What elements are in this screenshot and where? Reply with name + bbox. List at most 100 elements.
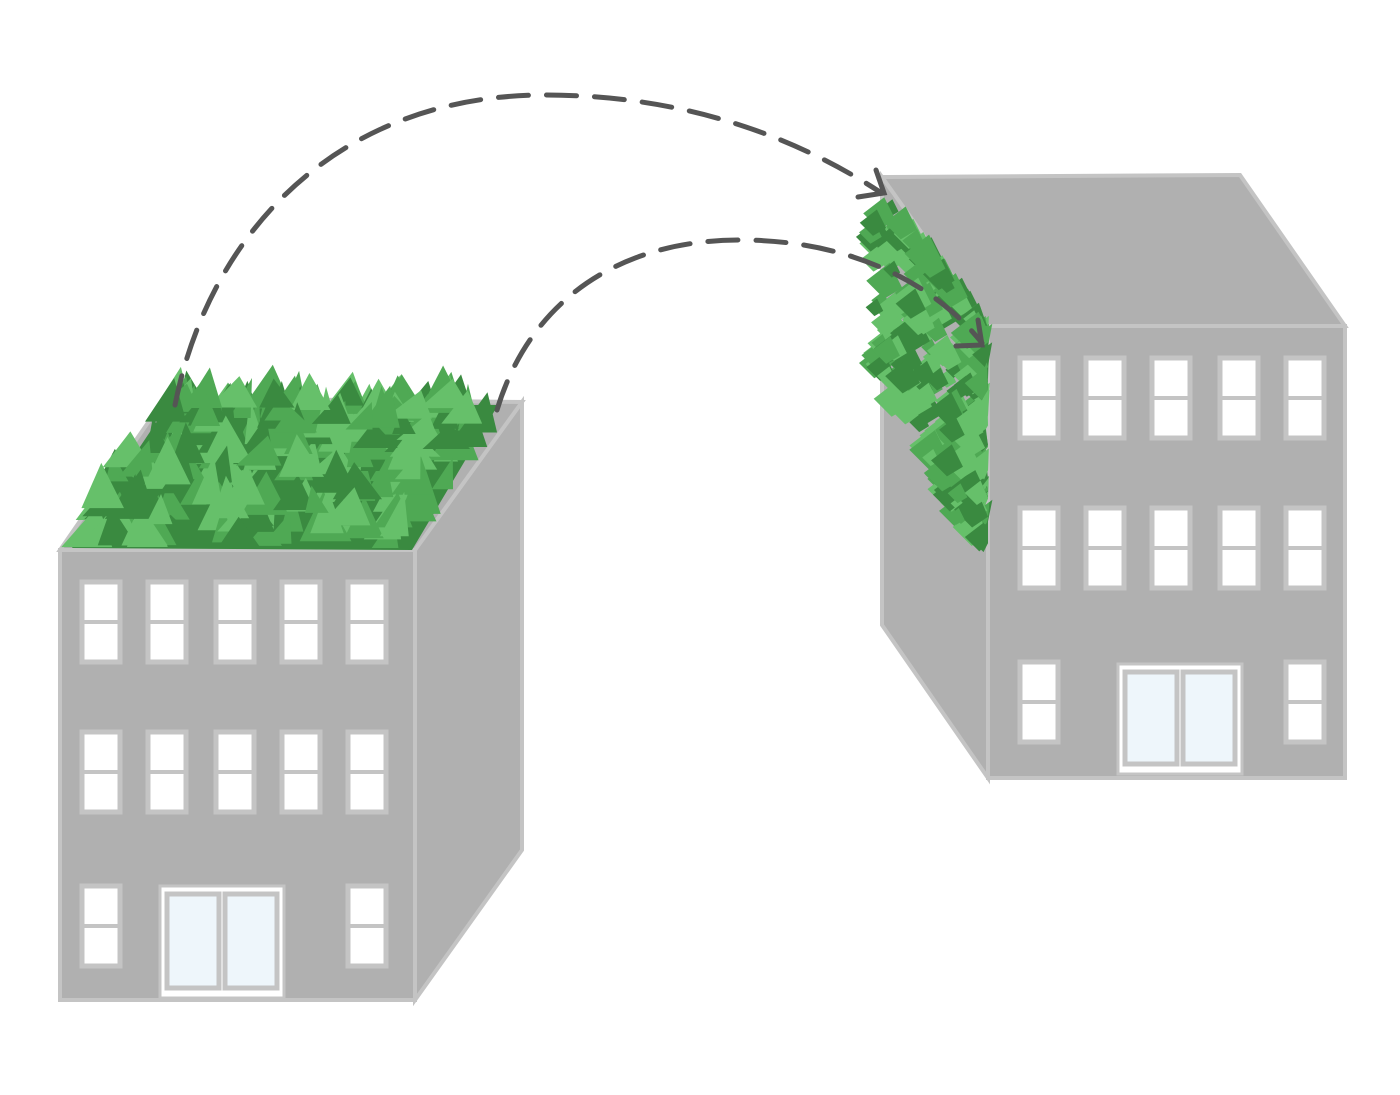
- window: [345, 883, 389, 969]
- double-door: [1116, 662, 1244, 776]
- window: [1149, 355, 1193, 441]
- door-panel: [1122, 669, 1180, 767]
- foliage-leaf: [931, 444, 963, 477]
- grass-blade: [431, 457, 454, 490]
- foliage-leaf: [911, 360, 936, 385]
- window: [213, 579, 257, 665]
- building-with-green-roof: [56, 364, 526, 1007]
- grass-blade: [289, 372, 331, 410]
- foliage-leaf: [871, 309, 898, 336]
- window: [345, 729, 389, 815]
- grass-blade: [211, 502, 233, 543]
- window: [79, 883, 123, 969]
- window: [1217, 505, 1261, 591]
- foliage-leaf: [865, 298, 884, 317]
- grass-blade: [345, 402, 373, 430]
- grass-blade: [146, 416, 170, 453]
- foliage-leaf: [912, 382, 938, 408]
- grass-blade: [398, 474, 437, 522]
- grass-blade: [81, 462, 125, 509]
- grass-blade: [279, 434, 325, 477]
- foliage-leaf: [923, 317, 948, 342]
- grass-blade: [317, 449, 357, 493]
- transfer-arrows: [172, 92, 985, 413]
- foliage-leaf: [964, 480, 988, 505]
- grass-blade: [272, 407, 318, 433]
- grass-blade: [118, 439, 153, 477]
- foliage-leaf: [965, 389, 990, 427]
- grass-blade: [422, 423, 471, 449]
- double-door: [158, 884, 286, 1000]
- window: [345, 579, 389, 665]
- door-panel: [164, 891, 222, 991]
- foliage-leaf: [925, 367, 949, 391]
- window: [145, 729, 189, 815]
- building-with-green-wall: [855, 170, 1349, 785]
- foliage-leaf: [926, 335, 959, 367]
- window: [279, 579, 323, 665]
- outer-dashed-arrow: [172, 92, 883, 408]
- foliage-leaf: [947, 507, 965, 525]
- foliage-leaf: [938, 276, 955, 293]
- window: [1149, 505, 1193, 591]
- arrowhead-icon: [855, 167, 888, 200]
- grass-blade: [389, 428, 441, 457]
- window: [213, 729, 257, 815]
- foliage-leaf: [964, 366, 988, 401]
- foliage-leaf: [930, 392, 963, 425]
- grass-blade: [311, 394, 351, 424]
- grass-blade: [184, 367, 223, 408]
- foliage-leaf: [884, 206, 918, 240]
- grass-blade: [121, 504, 168, 546]
- window: [145, 579, 189, 665]
- grass-blade: [191, 455, 223, 505]
- grass-blade: [320, 487, 371, 526]
- grass-blade: [217, 516, 261, 548]
- grass-blade: [259, 378, 295, 408]
- grass-blade: [273, 474, 315, 511]
- green-roof-grass: [61, 364, 498, 550]
- foliage-leaf: [911, 311, 935, 335]
- foliage-leaf: [890, 341, 923, 374]
- foliage-leaf: [949, 292, 973, 316]
- door-panel: [222, 891, 280, 991]
- windows: [1017, 355, 1327, 776]
- window: [79, 729, 123, 815]
- grass-blade: [263, 512, 292, 544]
- grass-blade: [145, 494, 173, 525]
- grass-blade: [144, 436, 191, 485]
- window: [1017, 659, 1061, 745]
- window: [1017, 505, 1061, 591]
- foliage-leaf: [895, 288, 926, 319]
- windows: [79, 579, 389, 1000]
- grass-blade: [113, 474, 140, 507]
- grass-blade: [202, 415, 253, 464]
- foliage-leaf: [880, 199, 899, 217]
- window: [1283, 505, 1327, 591]
- window: [1283, 355, 1327, 441]
- window: [1217, 355, 1261, 441]
- window: [1283, 659, 1327, 745]
- foliage-leaf: [947, 483, 968, 504]
- foliage-leaf: [939, 416, 965, 443]
- grass-blade: [171, 422, 205, 464]
- grass-blade: [190, 393, 221, 426]
- window: [1083, 505, 1127, 591]
- grass-blade: [352, 421, 398, 448]
- grass-blade: [208, 376, 258, 408]
- arrowhead-icon: [953, 317, 985, 349]
- foliage-leaf: [972, 342, 989, 367]
- window: [79, 579, 123, 665]
- grass-blade: [229, 377, 252, 419]
- door-panel: [1180, 669, 1238, 767]
- grass-blade: [305, 485, 329, 513]
- inner-dashed-arrow: [494, 237, 985, 413]
- grass-blade: [235, 435, 282, 466]
- grass-blade: [419, 378, 471, 409]
- grass-blade: [394, 448, 421, 480]
- grass-blade: [379, 491, 409, 537]
- foliage-leaf: [964, 522, 988, 552]
- foliage-leaf: [885, 358, 920, 394]
- window: [1083, 355, 1127, 441]
